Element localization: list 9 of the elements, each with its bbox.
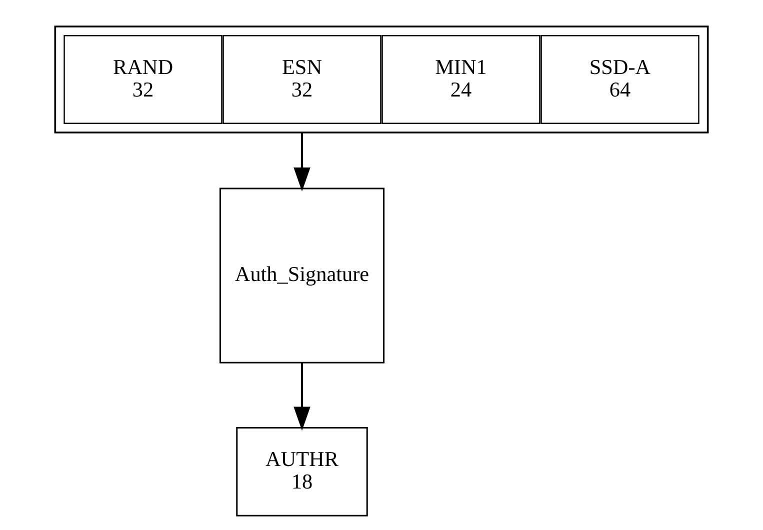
cluster xyxy=(54,26,709,134)
node-box: MIN1 24 xyxy=(382,34,540,124)
arrow xyxy=(294,362,310,431)
node-box: AUTHR 18 xyxy=(236,427,368,516)
node-box: SSD-A 64 xyxy=(540,34,700,124)
node-box: Auth_Signature xyxy=(219,188,385,364)
node-box: ESN 32 xyxy=(222,34,382,124)
arrow xyxy=(294,132,310,192)
node-box: RAND 32 xyxy=(64,34,222,124)
